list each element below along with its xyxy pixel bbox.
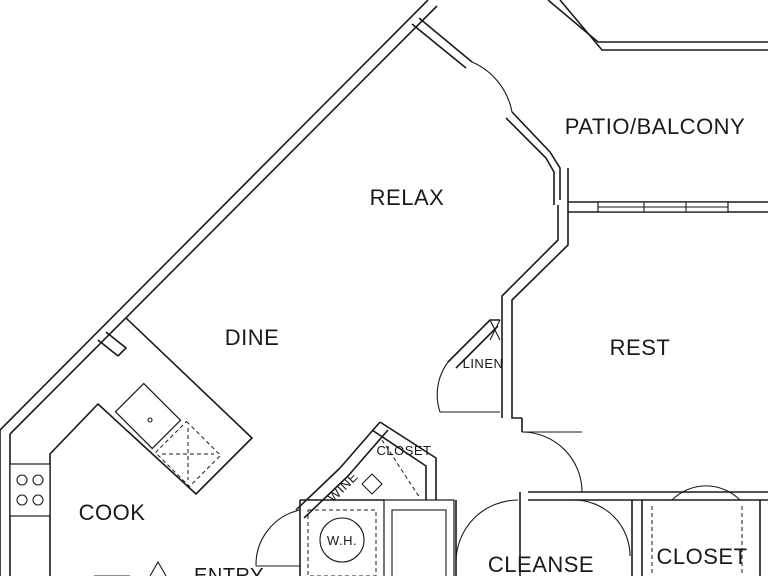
- bottom-partial-walls: [94, 560, 167, 576]
- label-rest: REST: [610, 335, 671, 360]
- bedroom-closet: [631, 485, 761, 576]
- label-water-heater: W.H.: [327, 533, 357, 548]
- relax-patio-wall: [411, 17, 561, 205]
- rest-bottom-wall: [519, 491, 768, 576]
- cleanse-bath: [383, 499, 631, 576]
- label-linen: LINEN: [463, 356, 504, 371]
- rest-left-wall: [501, 205, 569, 419]
- wine-nook: [295, 467, 384, 519]
- water-heater: [299, 500, 377, 576]
- label-entry: ENTRY: [194, 565, 264, 576]
- rest-bedroom-door: [521, 418, 583, 493]
- exterior-left-wall: [0, 430, 11, 576]
- label-cleanse: CLEANSE: [488, 552, 594, 576]
- kitchen-peninsula: [49, 317, 254, 576]
- range-stove: [9, 463, 51, 517]
- label-closet-hall: CLOSET: [376, 443, 431, 458]
- patio-window-wall: [567, 168, 768, 213]
- exterior-diagonal-wall: [0, 0, 438, 435]
- label-relax: RELAX: [370, 185, 445, 210]
- hall-closet: [339, 421, 437, 500]
- kitchen-sink: [114, 382, 182, 450]
- linen-door-swing: [436, 361, 449, 413]
- label-patio-balcony: PATIO/BALCONY: [565, 114, 746, 139]
- linen-closet: [436, 319, 501, 413]
- patio-outer-wall: [547, 0, 768, 51]
- label-closet-bedroom: CLOSET: [656, 544, 747, 569]
- label-cook: COOK: [79, 500, 146, 525]
- label-dine: DINE: [225, 325, 280, 350]
- bathtub: [383, 499, 455, 576]
- relax-patio-door-swing: [471, 61, 513, 113]
- entry-door: [255, 509, 301, 567]
